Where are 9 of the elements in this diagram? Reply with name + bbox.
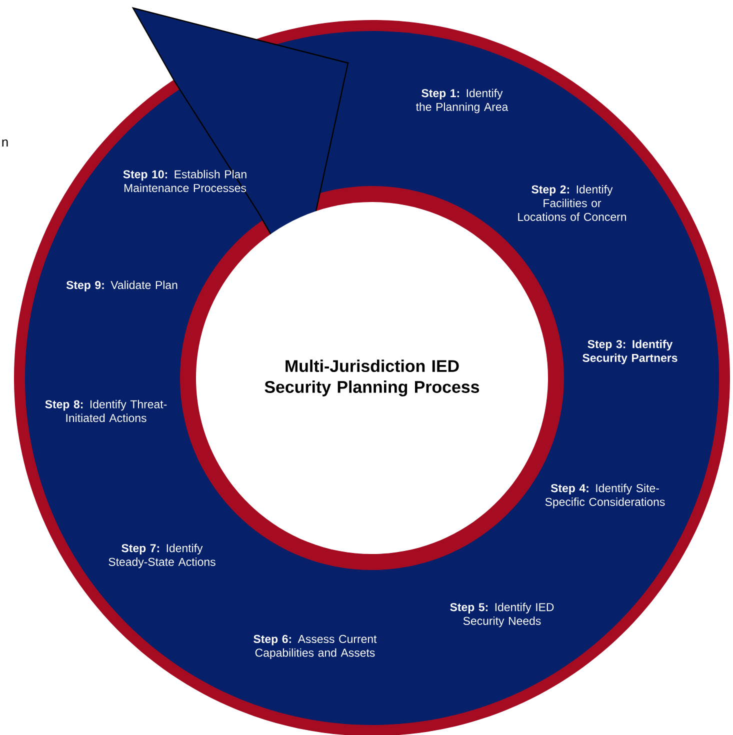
step-label: Step 9: Validate Plan bbox=[66, 280, 178, 292]
step-label: Step 8: Identify Threat-Initiated Actions bbox=[45, 400, 167, 422]
step-label: Step 6: Assess Current Capabilities and Assets bbox=[254, 634, 377, 660]
step-label: Step 4: Identify Site-Specific Considerations bbox=[545, 484, 665, 508]
step-label: Step 10: Establish Plan Maintenance Processes bbox=[123, 170, 246, 192]
step-label: Step 5: Identify IED Security Needs bbox=[450, 602, 554, 628]
step-label: Step 1: Identify the Planning Area bbox=[416, 88, 508, 114]
step-label: Step 3: Identify Security Partners bbox=[582, 340, 678, 364]
cut-off-text: n bbox=[2, 140, 8, 146]
